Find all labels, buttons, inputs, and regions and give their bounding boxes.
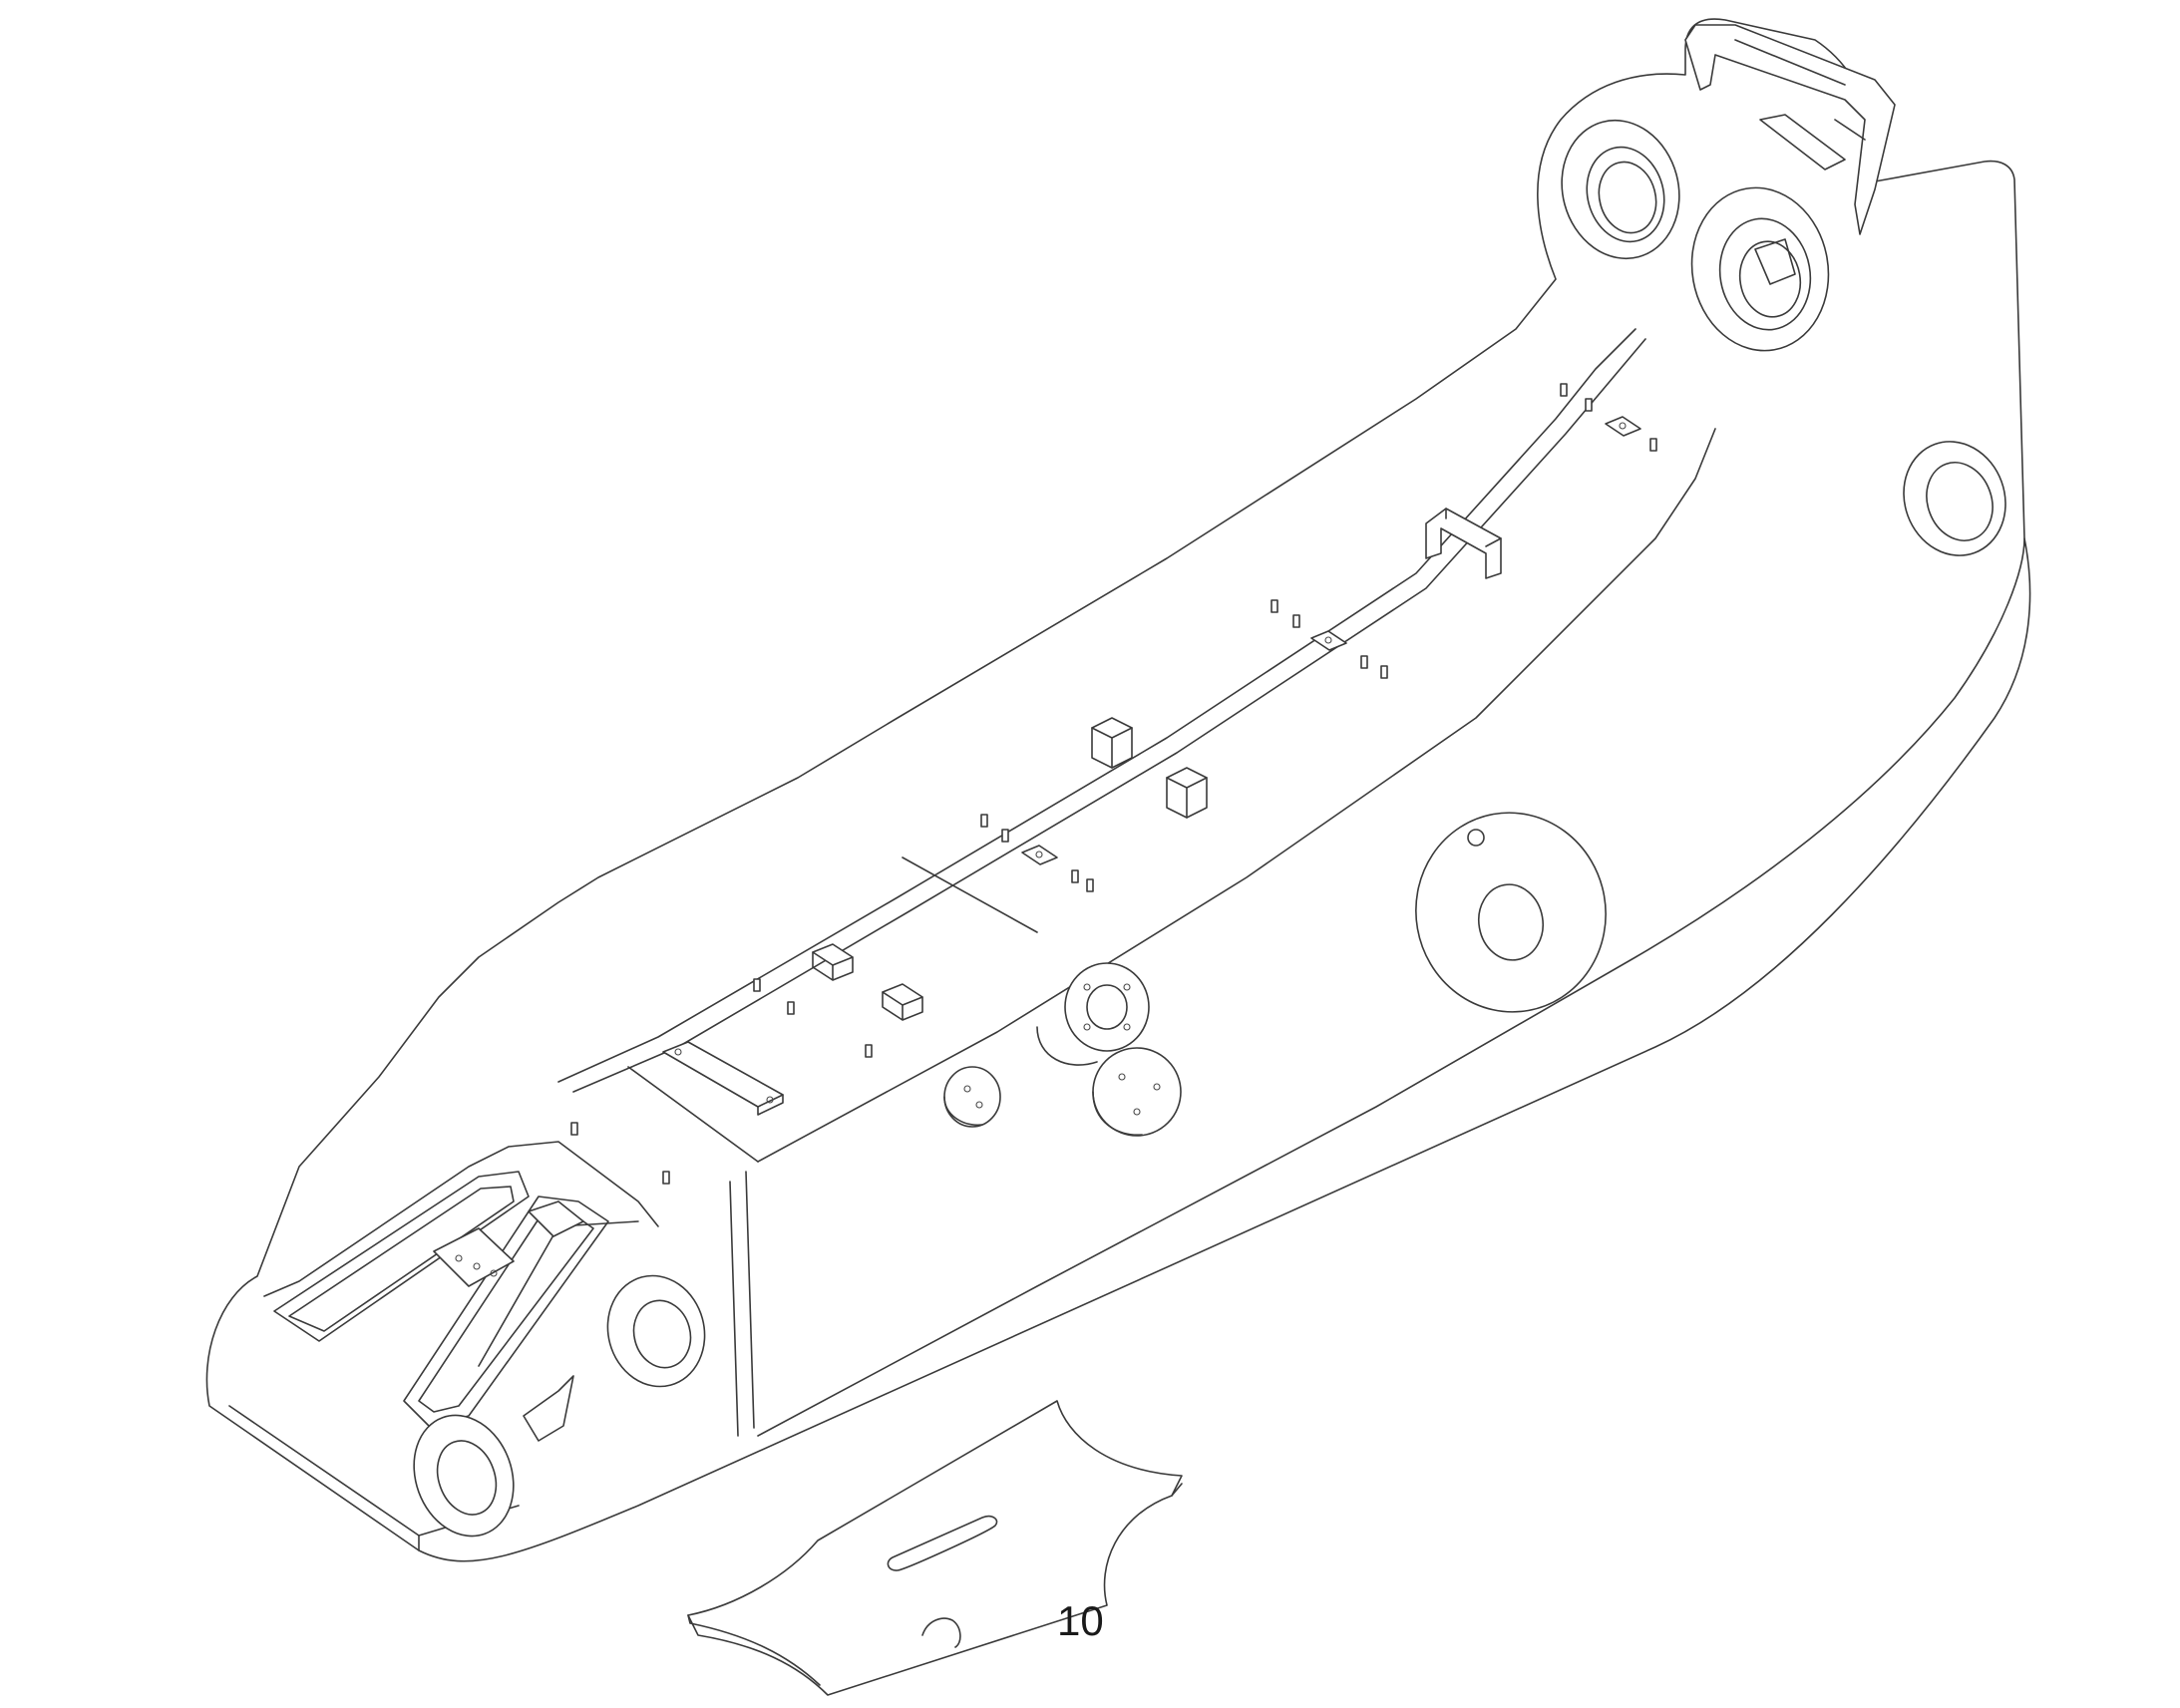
front-pin-boss-lower xyxy=(1690,186,1830,352)
rear-pin-hole xyxy=(436,1440,498,1516)
stiffener-arm-1-inner xyxy=(288,1186,515,1332)
mount-plate-rear-2 xyxy=(528,1200,584,1237)
top-head-bracket xyxy=(1684,24,1896,235)
cyl-small-face xyxy=(943,1066,1001,1128)
pad-group-1 xyxy=(812,943,923,1021)
top-flange-edge xyxy=(557,328,1636,1083)
bracket-rear xyxy=(523,1375,574,1442)
nut-pads xyxy=(1021,416,1641,865)
part-10-plate xyxy=(687,1400,1183,1696)
mount-plate-rear xyxy=(433,1227,515,1287)
plate-boss xyxy=(921,1617,961,1648)
front-pin-boss-upper xyxy=(1561,119,1680,260)
plate-slot xyxy=(887,1515,998,1571)
side-pin-boss-rear xyxy=(606,1274,706,1388)
side-disc-bolt xyxy=(1467,829,1485,847)
side-disc xyxy=(1415,812,1607,1013)
diaphragm-1 xyxy=(627,1066,759,1163)
bolt-hole xyxy=(766,1096,774,1104)
side-cylinders xyxy=(943,962,1182,1137)
rear-pin-boss xyxy=(413,1375,574,1537)
top-blocks xyxy=(1091,717,1208,819)
front-boss-upper-hole xyxy=(1598,161,1657,234)
web-bottom-curve xyxy=(757,537,2025,1437)
side-pin-hole-rear xyxy=(632,1299,692,1369)
web-seam-vertical xyxy=(729,1181,739,1437)
top-bar-plate-edge xyxy=(757,1094,784,1116)
side-disc-hole xyxy=(1478,883,1544,961)
bolt-hole xyxy=(490,1269,498,1277)
callout-10: 10 xyxy=(1057,1597,1104,1644)
studs xyxy=(570,383,1657,1185)
bolt-hole xyxy=(674,1048,682,1056)
top-bar-plate xyxy=(662,1041,784,1116)
rear-foot-outline xyxy=(263,1141,659,1297)
stiffener-arm-1 xyxy=(273,1171,530,1342)
web-seam-vertical-2 xyxy=(745,1171,755,1429)
bolt-hole xyxy=(473,1262,481,1270)
diaphragm-2 xyxy=(902,856,1038,933)
rear-foot xyxy=(263,1141,659,1427)
boom-assembly xyxy=(205,18,2031,1562)
u-bracket xyxy=(1425,508,1502,579)
top-plate-lower-edge xyxy=(757,428,1716,1163)
front-boss-lower-hole xyxy=(1738,240,1802,318)
bolt-hole xyxy=(455,1254,463,1262)
right-pin-boss xyxy=(1903,441,2006,556)
right-boss-hole xyxy=(1926,462,1994,541)
